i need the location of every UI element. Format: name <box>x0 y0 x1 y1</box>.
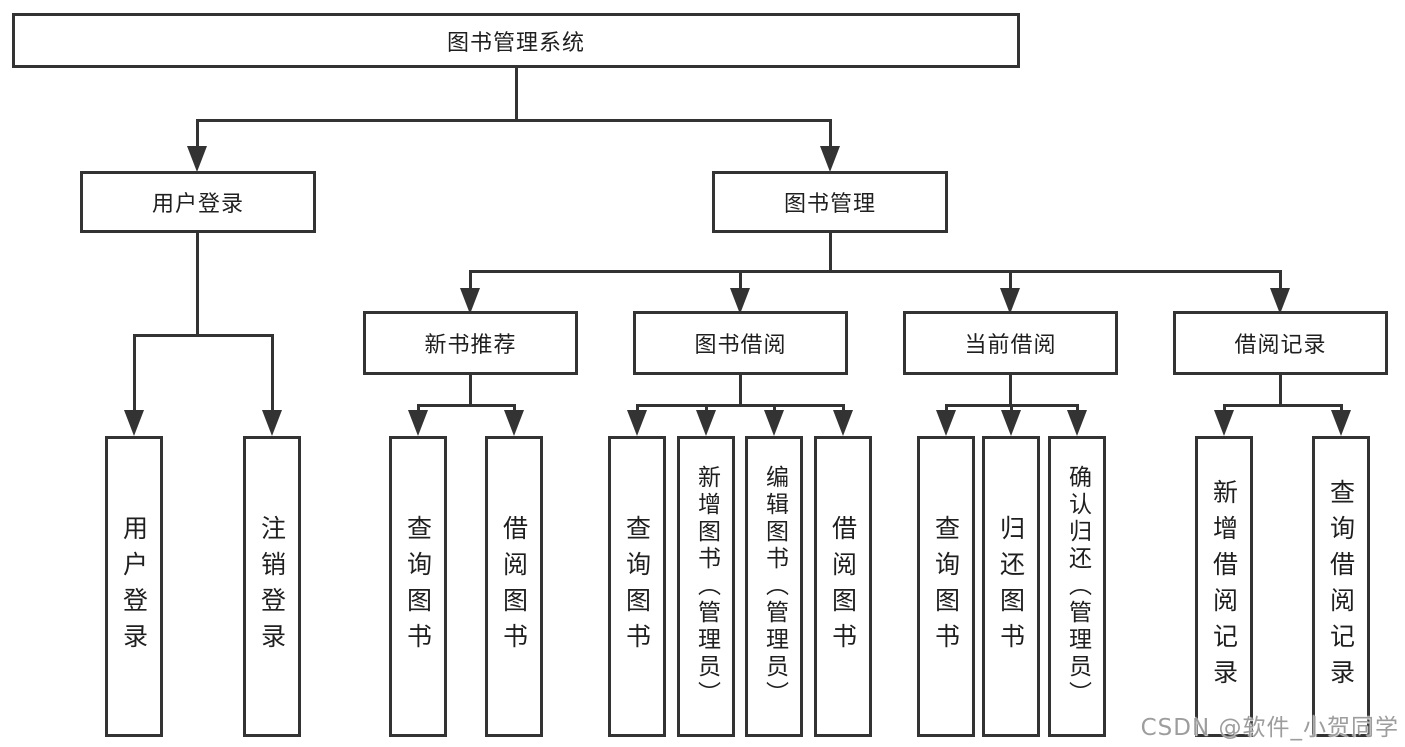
leaf-br-add-record-label: 新增借阅记录 <box>1209 478 1239 695</box>
node-root: 图书管理系统 <box>12 13 1020 68</box>
node-book-management-label: 图书管理 <box>783 192 876 217</box>
connector-new-book-stem <box>469 375 472 407</box>
node-book-borrow-label: 图书借阅 <box>694 333 787 358</box>
leaf-bb-add-books-admin: 新增图书（管理员） <box>677 436 735 737</box>
leaf-nb-borrow-books: 借阅图书 <box>485 436 543 737</box>
node-new-book-recommend-label: 新书推荐 <box>424 333 517 358</box>
arrowhead-leaf-br-query <box>1331 410 1351 436</box>
connector-root-stem <box>515 66 518 122</box>
arrowhead-leaf-cb-query <box>936 410 956 436</box>
leaf-bb-query-books: 查询图书 <box>608 436 666 737</box>
leaf-nb-query-books-label: 查询图书 <box>403 514 433 659</box>
leaf-nb-borrow-books-label: 借阅图书 <box>499 514 529 659</box>
connector-book-borrow-drop <box>739 270 742 292</box>
connector-user-login-bus <box>133 334 274 337</box>
leaf-br-query-record-label: 查询借阅记录 <box>1326 478 1356 695</box>
connector-book-borrow-bus <box>636 404 845 407</box>
connector-user-login-drop <box>196 119 199 149</box>
arrowhead-leaf-br-add <box>1214 410 1234 436</box>
arrowhead-leaf-cb-return <box>1001 410 1021 436</box>
leaf-br-add-record: 新增借阅记录 <box>1195 436 1253 737</box>
connector-book-management-drop <box>829 119 832 149</box>
leaf-cb-confirm-return-admin: 确认归还（管理员） <box>1048 436 1106 737</box>
leaf-bb-borrow-books: 借阅图书 <box>814 436 872 737</box>
arrowhead-leaf-nb-borrow <box>504 410 524 436</box>
node-book-borrow: 图书借阅 <box>633 311 848 375</box>
leaf-bb-edit-books-admin-label: 编辑图书（管理员） <box>761 465 788 708</box>
connector-current-borrow-stem <box>1009 375 1012 407</box>
connector-borrow-record-bus <box>1223 404 1343 407</box>
connector-leaf-logout-drop <box>271 334 274 412</box>
arrowhead-leaf-login <box>124 410 144 436</box>
csdn-watermark: CSDN @软件_小贺同学 <box>1140 715 1399 741</box>
node-borrow-record: 借阅记录 <box>1173 311 1388 375</box>
connector-book-borrow-stem <box>739 375 742 407</box>
connector-level3-bus <box>469 270 1282 273</box>
arrowhead-book-management <box>820 146 840 172</box>
arrowhead-leaf-bb-edit <box>764 410 784 436</box>
arrowhead-book-borrow <box>730 288 750 314</box>
node-current-borrow-label: 当前借阅 <box>964 333 1057 358</box>
leaf-bb-edit-books-admin: 编辑图书（管理员） <box>745 436 803 737</box>
connector-borrow-record-drop <box>1279 270 1282 292</box>
connector-current-borrow-drop <box>1009 270 1012 292</box>
leaf-logout-label: 注销登录 <box>257 514 287 659</box>
connector-leaf-cb-return-drop <box>1010 404 1013 414</box>
leaf-cb-return-books-label: 归还图书 <box>996 514 1026 659</box>
leaf-cb-query-books: 查询图书 <box>917 436 975 737</box>
connector-borrow-record-stem <box>1279 375 1282 407</box>
arrowhead-leaf-bb-query <box>627 410 647 436</box>
leaf-cb-query-books-label: 查询图书 <box>931 514 961 659</box>
connector-new-book-drop <box>469 270 472 292</box>
connector-leaf-bb-edit-drop <box>773 404 776 414</box>
arrowhead-leaf-nb-query <box>408 410 428 436</box>
arrowhead-user-login <box>187 146 207 172</box>
connector-book-management-stem <box>829 231 832 273</box>
connector-level2-bus <box>196 119 832 122</box>
node-current-borrow: 当前借阅 <box>903 311 1118 375</box>
leaf-nb-query-books: 查询图书 <box>389 436 447 737</box>
leaf-bb-borrow-books-label: 借阅图书 <box>828 514 858 659</box>
leaf-user-login: 用户登录 <box>105 436 163 737</box>
node-book-management: 图书管理 <box>712 171 948 233</box>
connector-leaf-nb-query-drop <box>417 404 420 414</box>
node-user-login-label: 用户登录 <box>151 192 244 217</box>
leaf-br-query-record: 查询借阅记录 <box>1312 436 1370 737</box>
node-user-login: 用户登录 <box>80 171 316 233</box>
connector-leaf-bb-query-drop <box>636 404 639 414</box>
leaf-user-login-label: 用户登录 <box>119 514 149 659</box>
arrowhead-borrow-record <box>1270 288 1290 314</box>
leaf-logout: 注销登录 <box>243 436 301 737</box>
node-new-book-recommend: 新书推荐 <box>363 311 578 375</box>
connector-new-book-bus <box>417 404 516 407</box>
arrowhead-leaf-bb-add <box>696 410 716 436</box>
connector-leaf-bb-add-drop <box>705 404 708 414</box>
leaf-bb-query-books-label: 查询图书 <box>622 514 652 659</box>
node-root-label: 图书管理系统 <box>446 30 585 56</box>
connector-leaf-cb-confirm-drop <box>1076 404 1079 414</box>
arrowhead-new-book <box>460 288 480 314</box>
leaf-cb-confirm-return-admin-label: 确认归还（管理员） <box>1064 465 1091 708</box>
connector-leaf-bb-borrow-drop <box>842 404 845 414</box>
connector-leaf-br-query-drop <box>1340 404 1343 414</box>
connector-user-login-stem <box>196 231 199 337</box>
arrowhead-leaf-logout <box>262 410 282 436</box>
connector-leaf-cb-query-drop <box>945 404 948 414</box>
leaf-cb-return-books: 归还图书 <box>982 436 1040 737</box>
arrowhead-leaf-cb-confirm <box>1067 410 1087 436</box>
connector-leaf-br-add-drop <box>1223 404 1226 414</box>
arrowhead-current-borrow <box>1000 288 1020 314</box>
arrowhead-leaf-bb-borrow <box>833 410 853 436</box>
connector-leaf-login-drop <box>133 334 136 412</box>
connector-leaf-nb-borrow-drop <box>513 404 516 414</box>
node-borrow-record-label: 借阅记录 <box>1234 333 1327 358</box>
leaf-bb-add-books-admin-label: 新增图书（管理员） <box>693 465 720 708</box>
